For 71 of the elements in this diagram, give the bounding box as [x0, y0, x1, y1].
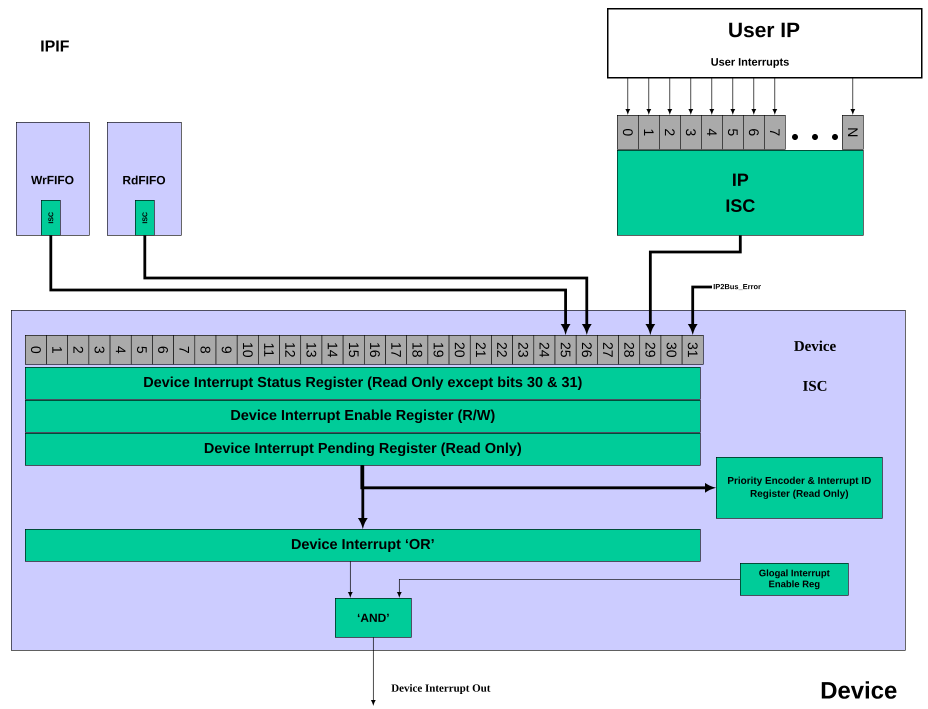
arrow [688, 286, 712, 332]
bit-cell: 17 [385, 335, 407, 365]
arrow [397, 578, 740, 598]
bit-cell: 8 [194, 335, 216, 365]
bit-cell: 0 [617, 115, 639, 150]
bit-cell: 2 [67, 335, 90, 365]
arrow [646, 78, 651, 114]
bit-cell: 12 [279, 335, 302, 365]
bit-cell: 19 [428, 335, 450, 365]
bit-cell: 23 [512, 335, 534, 365]
isc-box: IP ISC [617, 150, 864, 236]
bit-cell: 0 [25, 335, 47, 365]
bit-cell: 9 [216, 335, 238, 365]
bit-cell: 27 [597, 335, 619, 365]
register-bar: Device Interrupt Enable Register (R/W) [25, 400, 701, 433]
bit-cell: 2 [659, 115, 681, 150]
register-box: Glogal Interrupt Enable Reg [740, 563, 849, 596]
bit-cell: 18 [406, 335, 428, 365]
heading-label: IPIF [41, 40, 69, 52]
bit-cell: 1 [638, 115, 660, 150]
bit-cell: 4 [110, 335, 132, 365]
bit-cell: 4 [701, 115, 723, 150]
arrow [371, 637, 376, 706]
bit-cell: 29 [639, 335, 662, 365]
user-ip-box: User IP User Interrupts [607, 8, 922, 78]
arrow [772, 78, 777, 114]
arrow [730, 78, 735, 114]
register-box: Priority Encoder & Interrupt ID Register (Read Only) [716, 457, 883, 519]
arrow [143, 236, 591, 332]
bit-cell: 3 [680, 115, 702, 150]
edge-label: Device Interrupt Out [390, 683, 492, 695]
register-bar: Device Interrupt Pending Register (Read Only) [25, 433, 701, 466]
arrow [752, 78, 756, 114]
arrow [358, 466, 367, 526]
bit-cell: 28 [618, 335, 640, 365]
arrow [688, 78, 693, 114]
bit-cell: N [842, 115, 864, 150]
bit-cell: 13 [300, 335, 322, 365]
bit-cell: 20 [448, 335, 471, 365]
bit-cell: 31 [682, 335, 704, 365]
arrow [710, 78, 714, 114]
arrow [646, 236, 742, 332]
arrow [49, 236, 570, 332]
bit-cell: 22 [491, 335, 513, 365]
bit-cell: 6 [743, 115, 765, 150]
bit-cell: 7 [764, 115, 786, 150]
bit-cell: 3 [88, 335, 110, 365]
bit-cell: 16 [364, 335, 386, 365]
bit-cell: 21 [470, 335, 492, 365]
bit-cell: 5 [130, 335, 153, 365]
bit-cell: 5 [722, 115, 744, 150]
arrow [626, 78, 630, 114]
bit-cell: 14 [322, 335, 344, 365]
bit-cell: 30 [660, 335, 682, 365]
bit-cell: 11 [258, 335, 280, 365]
bit-cell: 10 [236, 335, 259, 365]
bit-cell: 6 [152, 335, 174, 365]
bit-cell: 26 [576, 335, 598, 365]
register-bar: Device Interrupt ‘OR’ [25, 529, 701, 562]
heading-label: Device [822, 681, 896, 699]
register-bar: Device Interrupt Status Register (Read Only except bits 30 & 31) [25, 367, 701, 400]
arrow [360, 466, 714, 492]
arrow [850, 78, 855, 114]
bit-cell: 7 [173, 335, 196, 365]
arrow [348, 561, 353, 598]
bit-cell: 1 [46, 335, 68, 365]
gate-box: ‘AND’ [335, 598, 412, 638]
bit-cell: 25 [554, 335, 576, 365]
arrow [668, 78, 672, 114]
bit-cell: 24 [534, 335, 556, 365]
bit-cell: 15 [342, 335, 365, 365]
